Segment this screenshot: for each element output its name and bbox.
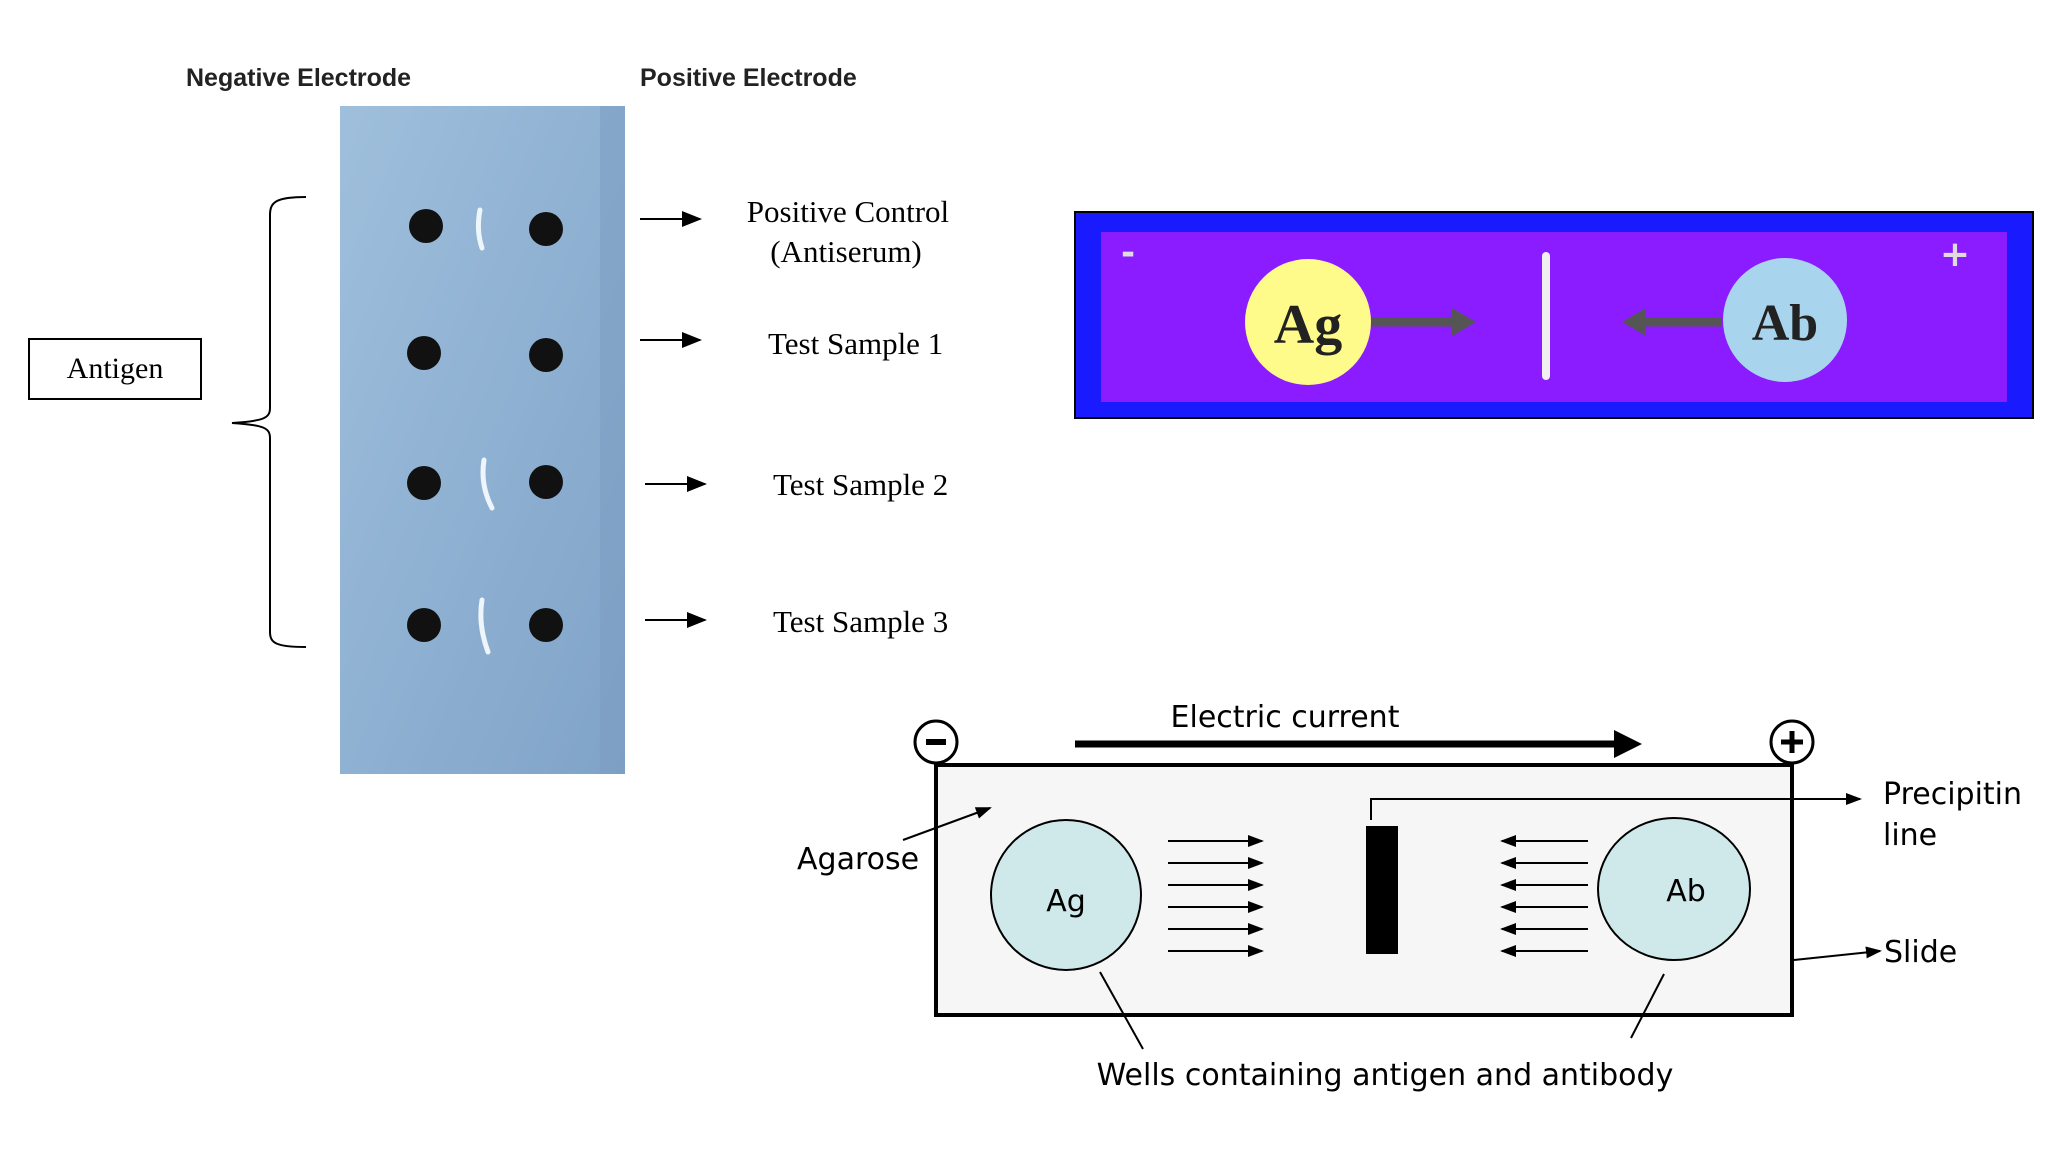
schematic-antibody-label: Ab bbox=[1666, 874, 1706, 909]
gel-wells bbox=[407, 209, 563, 642]
schematic-antigen-label: Ag bbox=[1046, 884, 1086, 919]
row-label-test-sample-2: Test Sample 2 bbox=[773, 467, 948, 502]
colored-panel: - + Ag Ab bbox=[1074, 211, 2034, 419]
electric-current-arrowhead bbox=[1614, 730, 1642, 758]
row-label-test-sample-1: Test Sample 1 bbox=[768, 326, 943, 361]
gel-well bbox=[529, 212, 563, 246]
wells-pointer-right bbox=[1630, 973, 1665, 1039]
row-label-positive-control: Positive Control bbox=[747, 194, 949, 229]
colored-antibody-well bbox=[1723, 258, 1847, 382]
antigen-brace bbox=[231, 196, 307, 648]
precipitin-label-line2: line bbox=[1883, 818, 1937, 853]
row-label-antiserum: (Antiserum) bbox=[770, 234, 922, 269]
schematic-antigen-well bbox=[990, 819, 1142, 971]
colored-antigen-well bbox=[1245, 259, 1371, 385]
precipitin-band bbox=[1366, 826, 1398, 954]
wells-pointer-left bbox=[1099, 971, 1144, 1050]
gel-well bbox=[409, 209, 443, 243]
photo-panel: Negative Electrode Positive Electrode An… bbox=[28, 64, 949, 774]
schematic-antibody-well bbox=[1597, 817, 1751, 961]
colored-minus-sign: - bbox=[1121, 233, 1135, 273]
antigen-migration-arrows bbox=[1168, 835, 1264, 957]
electric-current-label: Electric current bbox=[1171, 700, 1400, 735]
colored-antigen-arrowhead bbox=[1452, 308, 1476, 336]
slide-pointer bbox=[1793, 946, 1882, 961]
antibody-migration-arrows bbox=[1500, 835, 1588, 957]
agarose-pointer bbox=[902, 807, 992, 841]
gel-well bbox=[529, 338, 563, 372]
slide-label: Slide bbox=[1884, 935, 1957, 970]
colored-antigen-label: Ag bbox=[1274, 294, 1342, 356]
schematic-panel: Electric current Ag Ab bbox=[797, 700, 2022, 1093]
wells-caption: Wells containing antigen and antibody bbox=[1097, 1058, 1674, 1093]
precipitin-label-line1: Precipitin bbox=[1883, 777, 2022, 812]
colored-plus-sign: + bbox=[1940, 234, 1970, 275]
positive-electrode-label: Positive Electrode bbox=[640, 64, 857, 92]
gel-well bbox=[529, 608, 563, 642]
antigen-box bbox=[28, 338, 202, 400]
colored-panel-gel bbox=[1101, 232, 2007, 402]
gel-well bbox=[529, 465, 563, 499]
colored-antibody-arrowhead bbox=[1622, 308, 1646, 336]
agarose-label: Agarose bbox=[797, 842, 919, 877]
colored-antibody-label: Ab bbox=[1752, 295, 1818, 352]
gel-well bbox=[407, 466, 441, 500]
row-label-test-sample-3: Test Sample 3 bbox=[773, 604, 948, 639]
gel-well bbox=[407, 608, 441, 642]
negative-electrode-label: Negative Electrode bbox=[186, 64, 411, 92]
gel-photo-edge-shadow bbox=[600, 106, 625, 774]
gel-well bbox=[407, 336, 441, 370]
gel-photo bbox=[340, 106, 625, 774]
antigen-label: Antigen bbox=[67, 352, 164, 385]
precipitin-pointer bbox=[1370, 793, 1862, 820]
row-arrows bbox=[640, 211, 707, 628]
gel-precipitin-lines bbox=[475, 207, 495, 655]
